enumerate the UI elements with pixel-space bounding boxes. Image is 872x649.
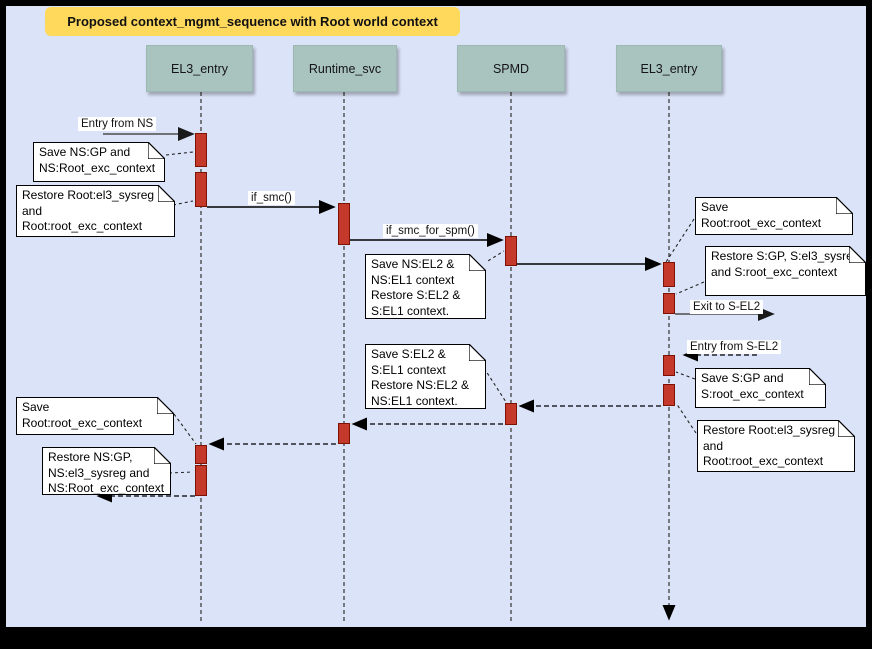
- note-fold-icon: [157, 397, 174, 414]
- message-label-exit-to-s-el2: Exit to S-EL2: [690, 300, 764, 314]
- note-connector-6: [675, 371, 696, 380]
- lifeline-header-label: SPMD: [492, 61, 530, 76]
- note-text: Save Root:root_exc_context: [22, 400, 143, 430]
- note-save-s-gp: Save S:GP and S:root_exc_context: [695, 368, 826, 408]
- note-save-root-exc-context-top: Save Root:root_exc_context: [695, 197, 853, 235]
- activation-bar: [195, 133, 207, 167]
- note-text: Restore S:GP, S:el3_sysreg and S:root_ex…: [711, 249, 860, 279]
- note-text: Save Root:root_exc_context: [701, 200, 822, 230]
- note-text: Restore Root:el3_sysreg and Root:root_ex…: [22, 188, 155, 233]
- note-text: Restore NS:GP, NS:el3_sysreg and NS:Root…: [48, 450, 165, 495]
- note-restore-s-gp: Restore S:GP, S:el3_sysreg and S:root_ex…: [705, 246, 866, 296]
- lifeline-header-spmd: SPMD: [457, 45, 565, 92]
- note-fold-icon: [849, 246, 866, 263]
- note-connector-7: [675, 402, 697, 434]
- note-fold-icon: [469, 254, 486, 271]
- note-save-s-el2: Save S:EL2 & S:EL1 context Restore NS:EL…: [365, 344, 486, 409]
- note-text: Save S:GP and S:root_exc_context: [701, 371, 804, 401]
- note-connector-4: [665, 218, 695, 263]
- sequence-diagram-canvas: Proposed context_mgmt_sequence with Root…: [6, 6, 866, 627]
- note-fold-icon: [154, 447, 171, 464]
- note-text: Save S:EL2 & S:EL1 context Restore NS:EL…: [371, 347, 470, 408]
- note-connector-3: [482, 250, 505, 265]
- message-label-entry-from-s-el2: Entry from S-EL2: [687, 340, 782, 354]
- note-text: Save NS:GP and NS:Root_exc_context: [39, 145, 156, 175]
- note-save-root-exc-context-left: Save Root:root_exc_context: [16, 397, 174, 435]
- note-restore-ns-gp: Restore NS:GP, NS:el3_sysreg and NS:Root…: [42, 447, 171, 495]
- note-fold-icon: [148, 142, 165, 159]
- lifeline-header-el3-entry-left: EL3_entry: [146, 45, 253, 92]
- activation-bar: [505, 236, 517, 266]
- note-save-ns-gp: Save NS:GP and NS:Root_exc_context: [33, 142, 165, 182]
- note-text: Save NS:EL2 & NS:EL1 context Restore S:E…: [371, 257, 461, 318]
- activation-bar: [195, 445, 207, 464]
- note-connector-8: [483, 367, 507, 403]
- note-fold-icon: [838, 420, 855, 437]
- note-fold-icon: [809, 368, 826, 385]
- lifeline-header-label: Runtime_svc: [308, 61, 382, 76]
- note-connector-10: [168, 471, 194, 474]
- message-label-entry-from-ns: Entry from NS: [78, 117, 157, 131]
- note-fold-icon: [158, 185, 175, 202]
- activation-bar: [663, 384, 675, 406]
- note-text: Restore Root:el3_sysreg and Root:root_ex…: [703, 423, 836, 468]
- message-label-if-smc-for-spm: if_smc_for_spm(): [383, 224, 478, 238]
- note-connector-2: [172, 200, 194, 206]
- note-restore-root-el3-sysreg: Restore Root:el3_sysreg and Root:root_ex…: [16, 185, 175, 237]
- lifeline-header-runtime-svc: Runtime_svc: [293, 45, 397, 92]
- note-fold-icon: [836, 197, 853, 214]
- message-label-if-smc: if_smc(): [248, 191, 295, 205]
- lifeline-header-el3-entry-right: EL3_entry: [616, 45, 722, 92]
- activation-bar: [663, 262, 675, 287]
- activation-bar: [195, 172, 207, 207]
- diagram-title: Proposed context_mgmt_sequence with Root…: [45, 7, 460, 36]
- note-connector-1: [165, 151, 194, 156]
- note-save-ns-el2: Save NS:EL2 & NS:EL1 context Restore S:E…: [365, 254, 486, 319]
- note-restore-root-el3-sysreg-bottom: Restore Root:el3_sysreg and Root:root_ex…: [697, 420, 855, 472]
- lifeline-header-label: EL3_entry: [171, 61, 228, 76]
- note-connector-9: [173, 413, 197, 445]
- activation-bar: [338, 423, 350, 444]
- activation-bar: [505, 403, 517, 425]
- activation-bar: [338, 203, 350, 245]
- lifeline-header-label: EL3_entry: [640, 61, 698, 76]
- note-connector-5: [675, 281, 705, 295]
- note-fold-icon: [469, 344, 486, 361]
- activation-bar: [663, 293, 675, 314]
- activation-bar: [195, 465, 207, 496]
- activation-bar: [663, 355, 675, 376]
